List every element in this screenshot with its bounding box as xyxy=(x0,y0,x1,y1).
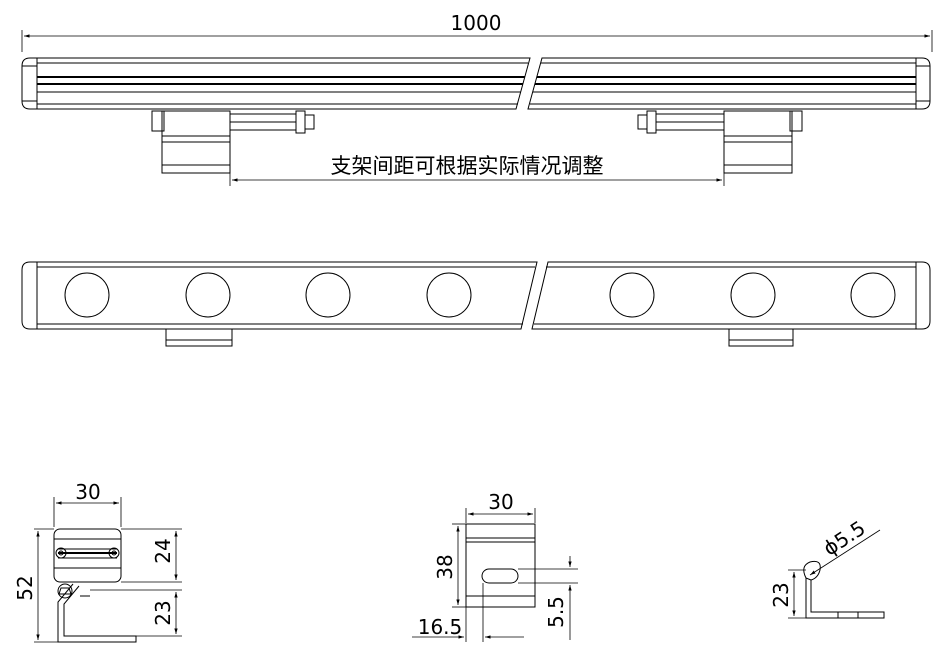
bracket-top-left xyxy=(151,110,315,174)
overall-length-dimension: 1000 xyxy=(21,11,933,52)
side-width-label: 30 xyxy=(75,480,100,504)
housing-top-left xyxy=(21,57,531,110)
led-lens xyxy=(850,272,896,318)
led-row xyxy=(64,272,896,318)
bracket-height-label: 38 xyxy=(433,554,457,579)
bracket-spacing-note: 支架间距可根据实际情况调整 xyxy=(331,154,604,178)
housing-front-right xyxy=(531,261,931,330)
led-lens xyxy=(730,272,776,318)
side-view: 30 52 24 23 xyxy=(13,480,182,643)
overall-length-label: 1000 xyxy=(451,11,502,35)
led-lens xyxy=(305,272,351,318)
slot-height-label: 5.5 xyxy=(544,596,568,628)
bracket-side-height-label: 23 xyxy=(769,582,793,607)
slot-offset-label: 16.5 xyxy=(418,615,463,639)
led-lens xyxy=(185,272,231,318)
side-upper-height-label: 24 xyxy=(151,538,175,563)
bracket-width-label: 30 xyxy=(488,490,513,514)
housing-top-right xyxy=(527,57,931,110)
housing-front-left xyxy=(21,261,538,330)
bracket-front-view: 30 38 16.5 5.5 xyxy=(412,490,578,642)
bracket-front-right xyxy=(728,328,794,347)
led-lens xyxy=(609,272,655,318)
side-total-height-label: 52 xyxy=(13,575,37,600)
hole-diameter-label: ϕ5.5 xyxy=(819,516,870,561)
bracket-side-view: ϕ5.5 23 xyxy=(769,516,885,619)
led-lens xyxy=(426,272,472,318)
bracket-top-right xyxy=(637,110,803,174)
top-view: 1000 xyxy=(21,11,933,186)
front-view xyxy=(21,261,931,347)
bracket-front-left xyxy=(165,328,233,347)
bracket-spacing-dimension: 支架间距可根据实际情况调整 xyxy=(229,154,725,186)
led-lens xyxy=(64,272,110,318)
side-lower-height-label: 23 xyxy=(151,600,175,625)
